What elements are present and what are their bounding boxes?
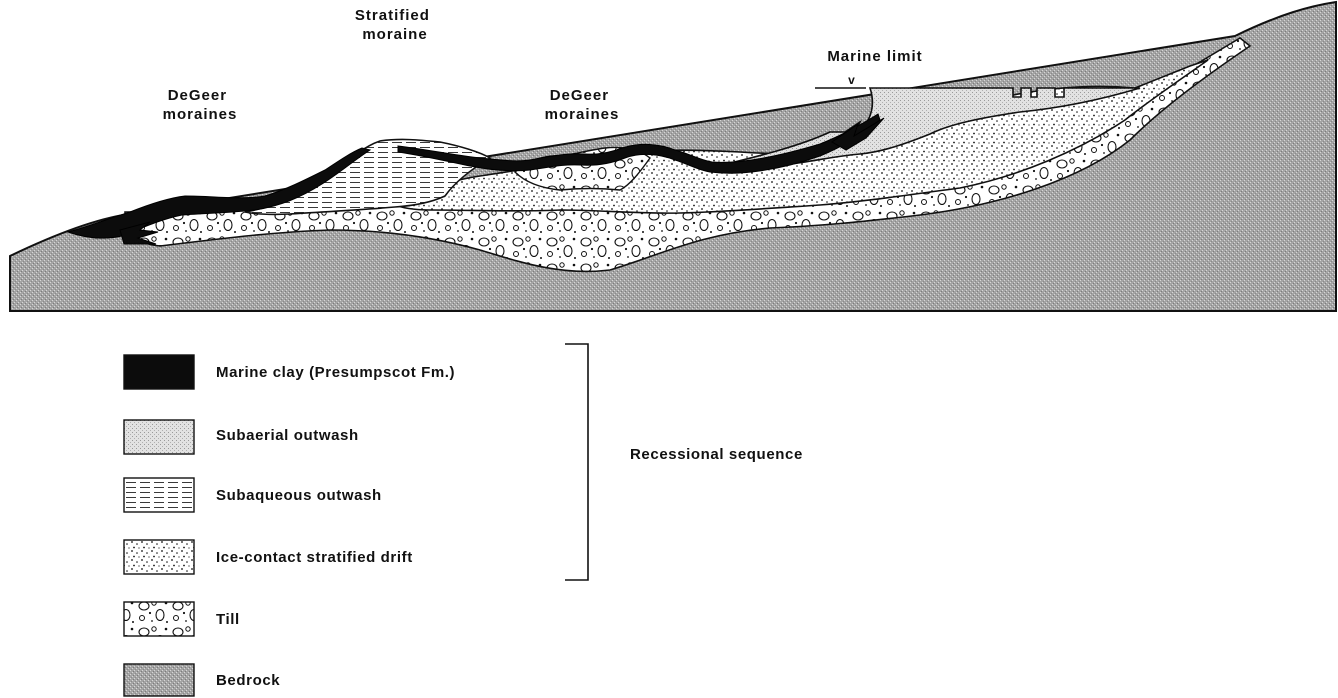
marine-limit-symbol: v [848,73,856,87]
label-stratified-moraine-line1: Stratified [355,7,430,24]
cross-section [10,2,1336,311]
label-degeer-moraines-left: DeGeer moraines [163,87,238,123]
label-marine-limit: Marine limit [827,48,922,65]
legend-label-subaqueous-outwash: Subaqueous outwash [216,487,382,504]
label-stratified-moraine: Stratified moraine [355,7,435,43]
legend-swatch-marine-clay [124,355,194,389]
legend: Marine clay (Presumpscot Fm.) Subaerial … [124,344,803,696]
label-degeer-moraines-center: DeGeer moraines [545,87,620,123]
legend-label-marine-clay: Marine clay (Presumpscot Fm.) [216,364,455,381]
legend-swatch-bedrock [124,664,194,696]
recessional-sequence-label: Recessional sequence [630,446,803,463]
legend-label-ice-contact-drift: Ice-contact stratified drift [216,549,413,566]
legend-label-subaerial-outwash: Subaerial outwash [216,427,359,444]
label-degeer-left-line2: moraines [163,106,238,123]
legend-swatch-subaerial-outwash [124,420,194,454]
recessional-sequence-bracket [565,344,588,580]
legend-swatch-subaqueous-outwash [124,478,194,512]
label-degeer-left-line1: DeGeer [168,87,227,104]
label-degeer-center-line2: moraines [545,106,620,123]
legend-label-till: Till [216,611,240,628]
label-stratified-moraine-line2: moraine [362,26,427,43]
legend-swatch-till [124,602,194,636]
label-degeer-center-line1: DeGeer [550,87,609,104]
legend-label-bedrock: Bedrock [216,672,280,689]
legend-swatch-ice-contact-drift [124,540,194,574]
